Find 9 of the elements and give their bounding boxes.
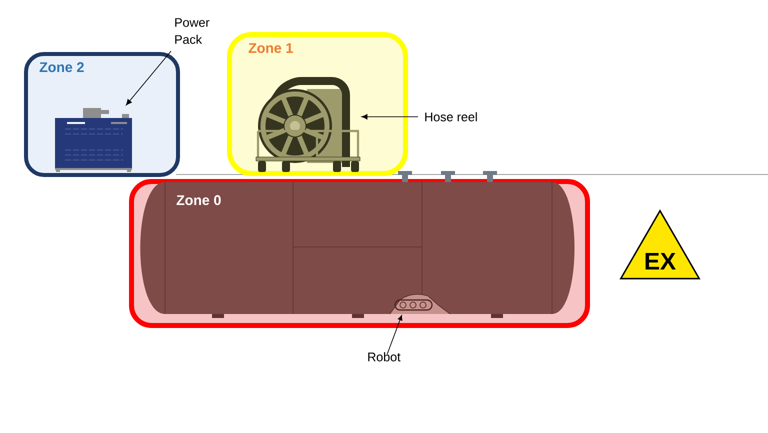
zone-box: Zone 0: [129, 171, 590, 328]
hose-reel: [256, 77, 360, 172]
leader-line: [386, 315, 402, 354]
part-label: Power Pack: [175, 18, 210, 44]
leader-line: [361, 114, 418, 120]
robot: [390, 294, 450, 314]
part-label: Robot: [368, 352, 400, 362]
power-pack: [55, 108, 132, 172]
part-label: Hose reel: [425, 112, 477, 122]
